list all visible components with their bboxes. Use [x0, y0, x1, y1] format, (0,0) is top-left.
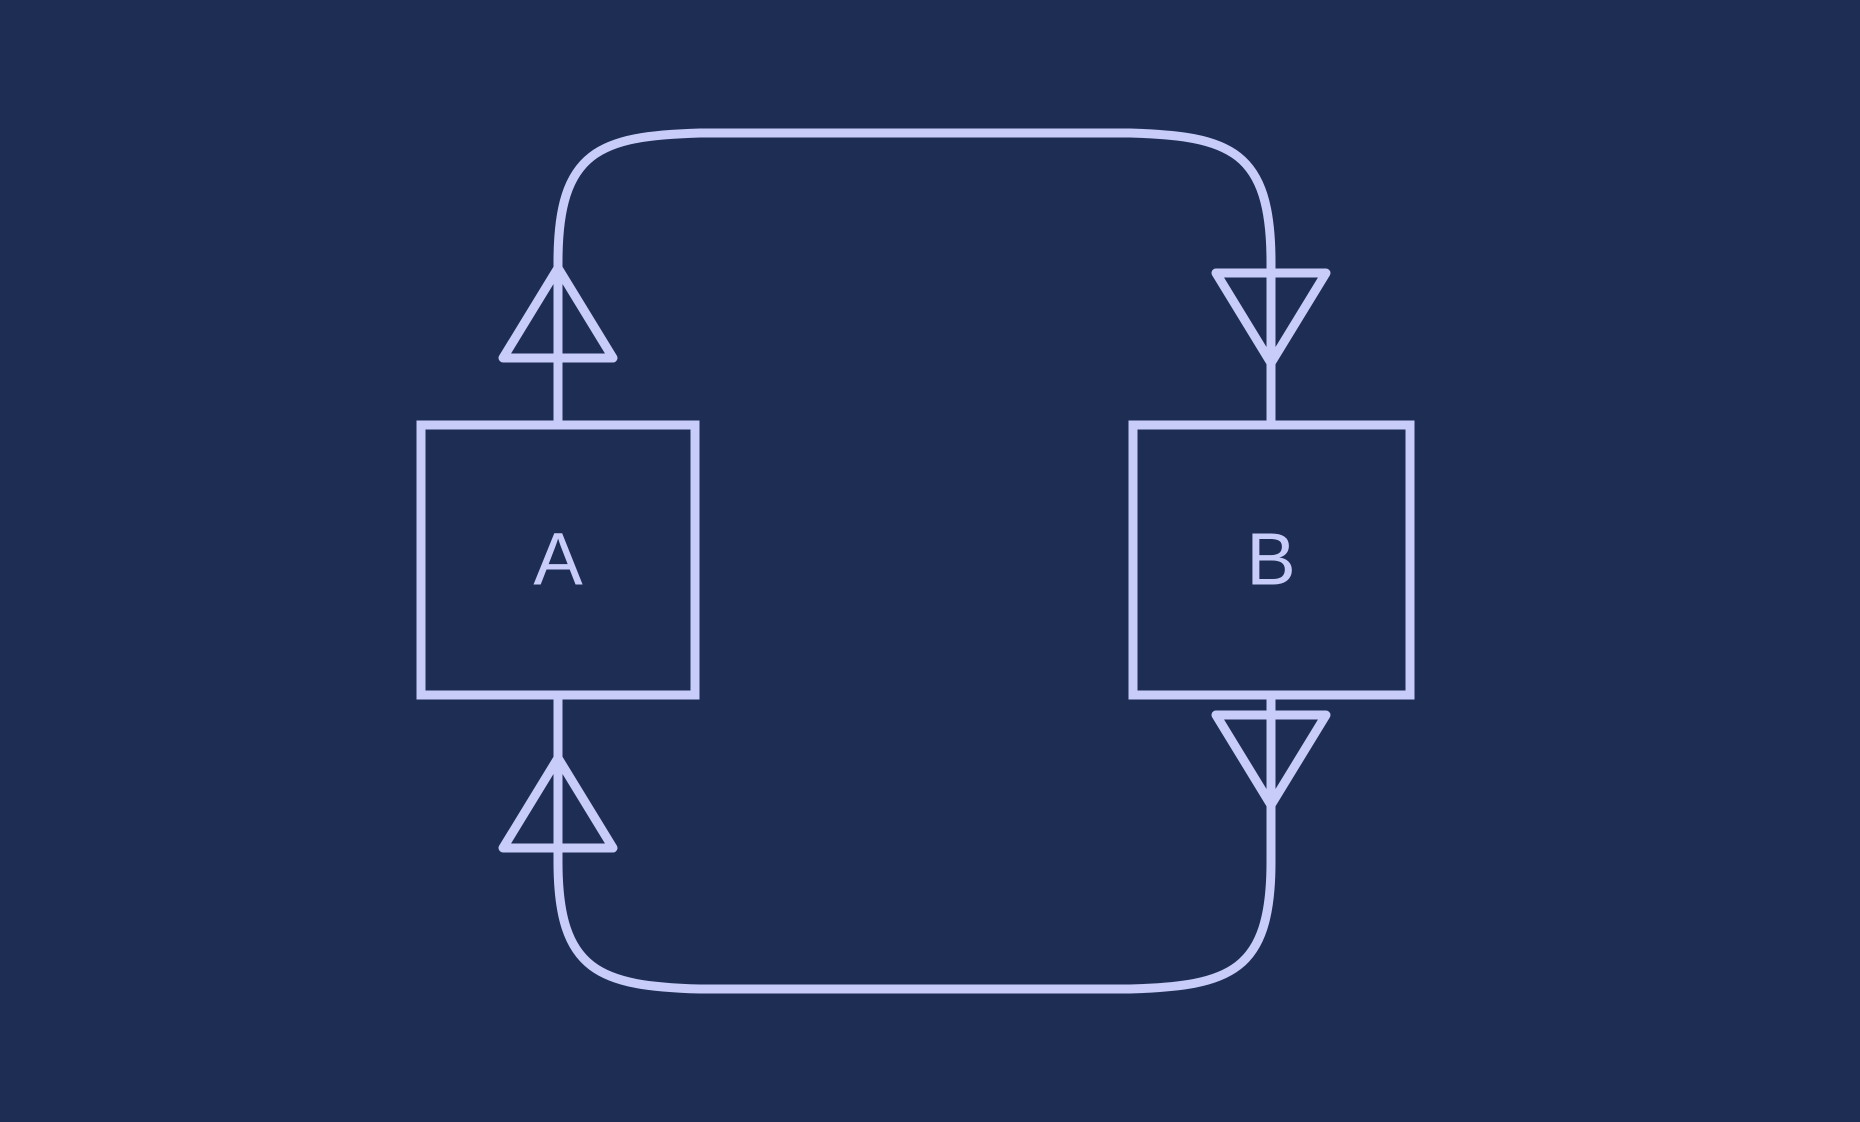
arrowhead-triangle-up-a-top	[498, 263, 618, 363]
edge-top-arc	[553, 128, 1276, 263]
node-b-rect[interactable]	[1128, 420, 1415, 700]
edge-bottom-group[interactable]	[553, 695, 1276, 994]
arrowhead-triangle-up-a-bottom	[498, 753, 618, 853]
edge-top-group[interactable]	[553, 128, 1276, 425]
arrowhead-triangle-down-b-bottom	[1211, 710, 1331, 810]
node-b[interactable]: B	[1128, 420, 1415, 700]
node-a-rect[interactable]	[416, 420, 700, 700]
node-a-label: A	[533, 518, 583, 601]
arrowhead-triangle-down-b-top	[1211, 268, 1331, 368]
node-b-label: B	[1246, 518, 1295, 601]
edge-bottom-arc	[553, 861, 1276, 994]
node-a[interactable]: A	[416, 420, 700, 700]
